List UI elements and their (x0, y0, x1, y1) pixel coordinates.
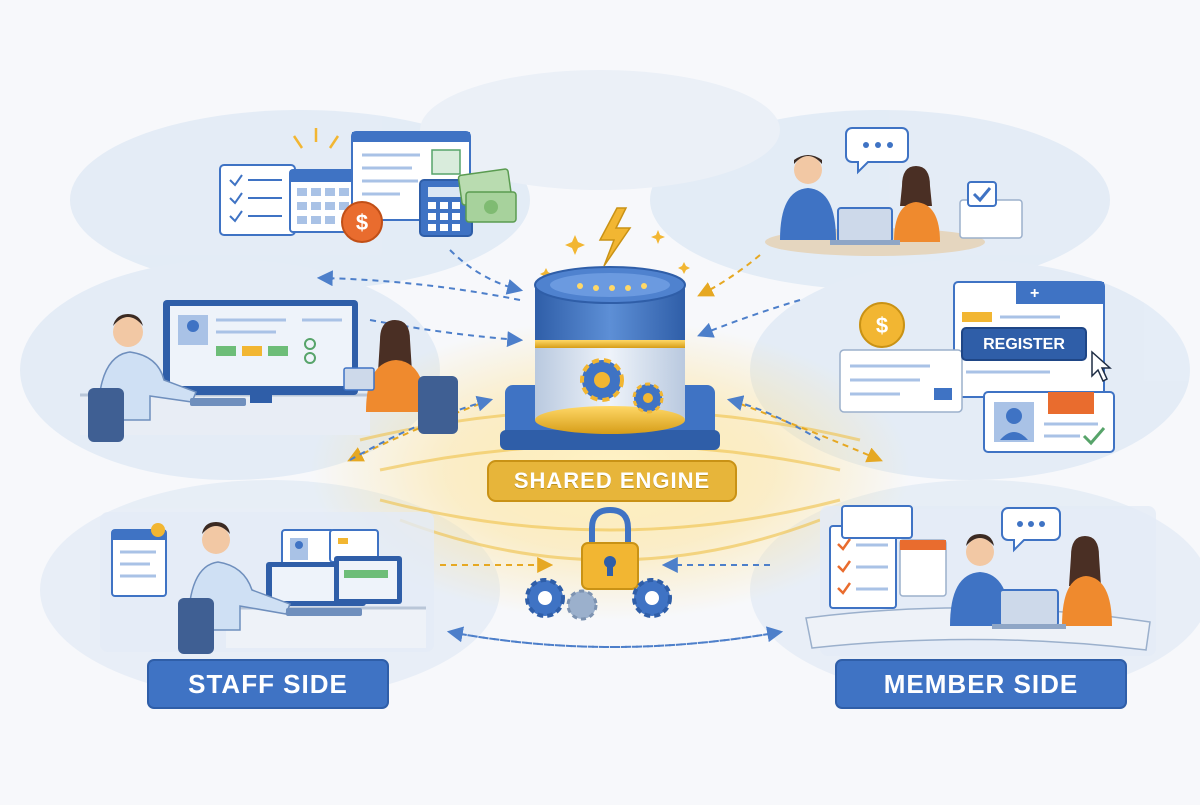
consultation-cluster (765, 127, 1023, 256)
person-staff-woman (366, 320, 458, 434)
user-card-icon (983, 391, 1115, 453)
monitor-icon (163, 300, 358, 403)
lock-icon (581, 506, 639, 590)
person-member-man (950, 534, 1010, 626)
shared-engine-banner (487, 460, 737, 502)
staff-side-scene (100, 512, 434, 654)
checklist-icon-staff (111, 523, 167, 597)
gear-icon (580, 358, 664, 414)
person-staff-man (88, 314, 197, 442)
laptop-icon (830, 207, 900, 245)
member-side-banner (835, 659, 1127, 709)
gear-icon-lock-right (632, 578, 672, 618)
staff-workstation-top (80, 300, 458, 442)
sparkle-icons (540, 230, 690, 280)
person-staff-side (178, 522, 291, 654)
person-man (780, 155, 836, 240)
billing-cluster: $ (219, 128, 517, 243)
registration-cluster: $ + (839, 281, 1115, 453)
lightning-icon (598, 207, 632, 267)
chat-bubble-icon-member (1001, 507, 1061, 553)
person-member-woman (1062, 536, 1112, 626)
cash-icon (457, 168, 517, 223)
dollar-coin-icon: $ (341, 201, 383, 243)
staff-side-banner (147, 659, 389, 709)
chat-bubble-icon (845, 127, 909, 175)
register-button (961, 327, 1087, 361)
checkmark-icon (959, 181, 1023, 239)
svg-text:+: + (1030, 285, 1039, 302)
laptop-icon-member (992, 589, 1066, 629)
person-woman (894, 166, 940, 242)
dollar-coin-icon-right: $ (859, 302, 905, 348)
flow-arrows (316, 249, 883, 648)
checklist-icon (229, 174, 282, 223)
gear-icon-lock-left (525, 578, 598, 621)
member-side-scene (805, 505, 1156, 656)
monitor-icon-staff (266, 529, 402, 606)
svg-text:$: $ (356, 210, 368, 235)
svg-text:$: $ (876, 313, 888, 338)
checklist-icon-member (829, 505, 947, 609)
cursor-icon (1091, 350, 1112, 383)
